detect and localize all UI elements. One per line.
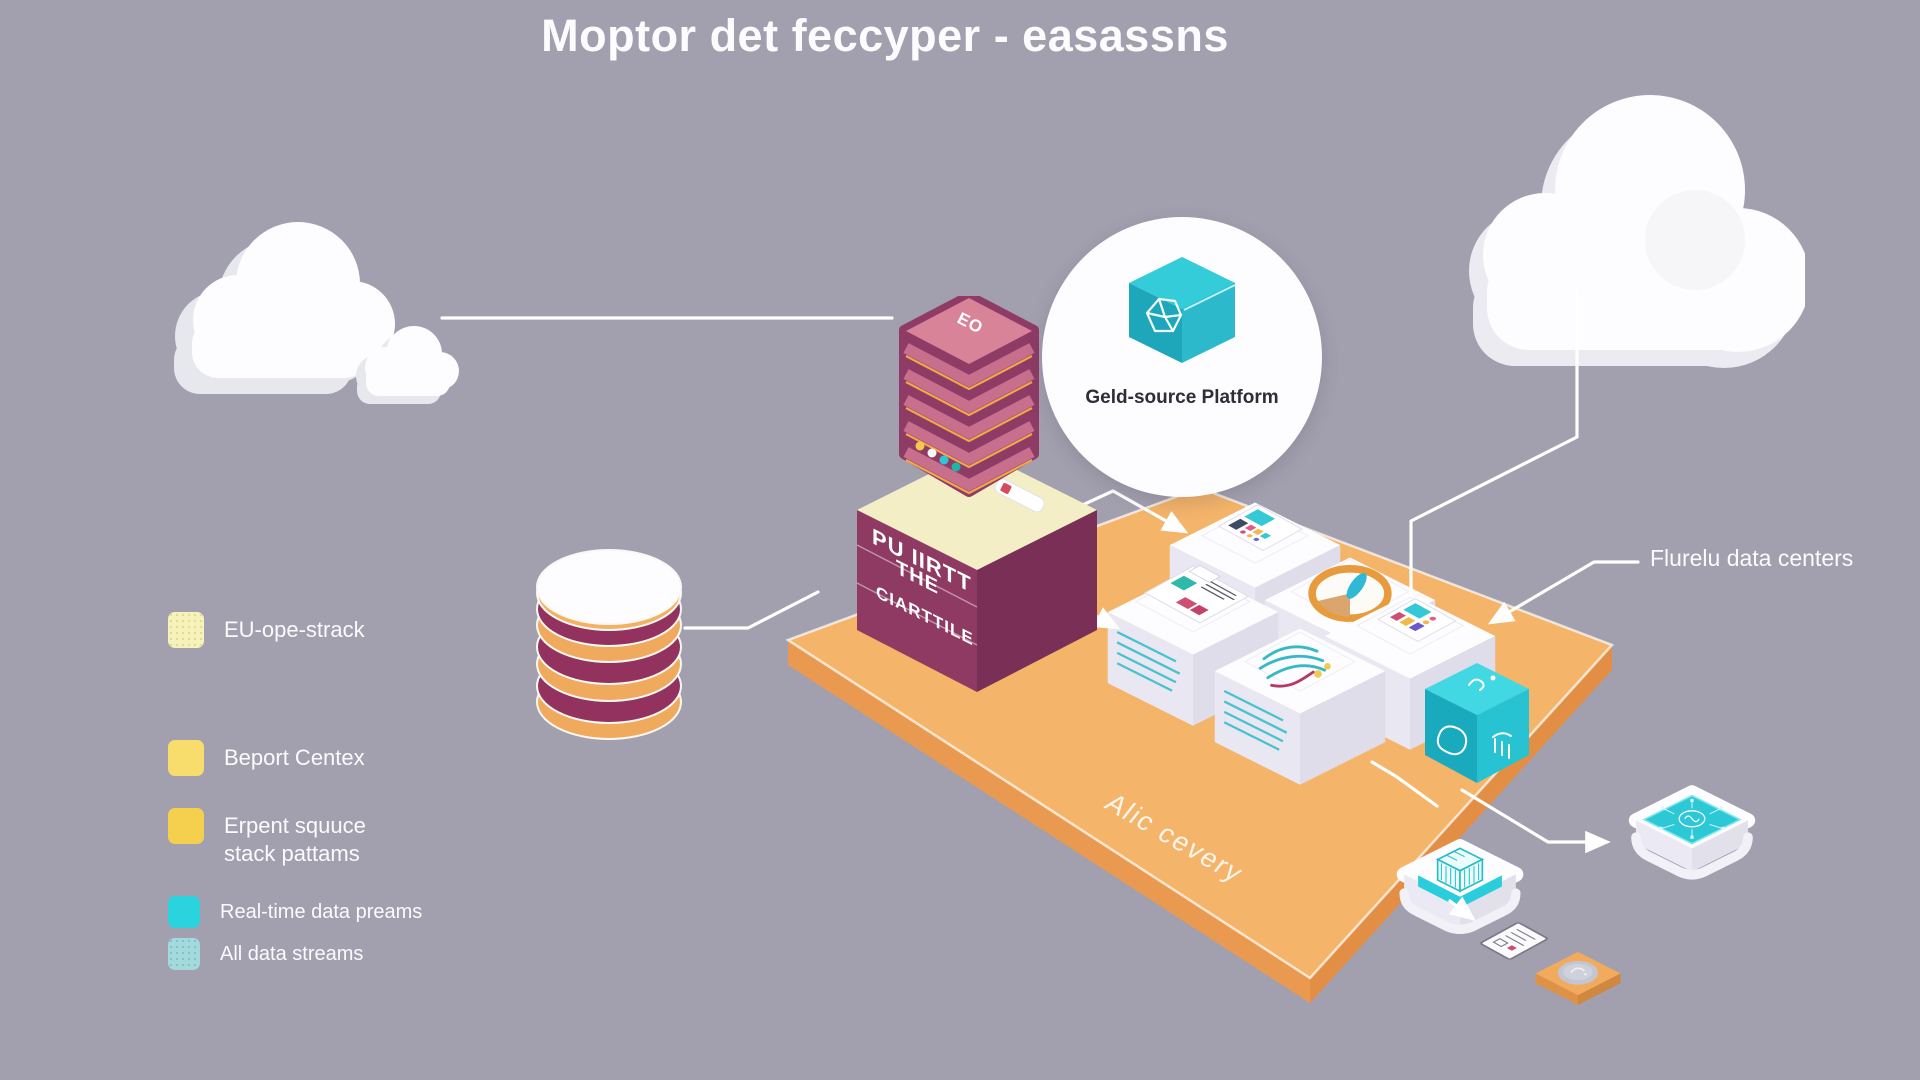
legend-label: EU-ope-strack [224, 617, 365, 642]
coin-tile-icon [1535, 951, 1621, 1005]
gauge-icon [1308, 565, 1392, 622]
stacked-paper-lines [1116, 630, 1181, 692]
drive-device-icon [994, 478, 1045, 513]
legend-swatch-gold [168, 808, 204, 844]
report-box-curves [1214, 628, 1386, 785]
gold-source-box-icon [1129, 257, 1236, 363]
legend-swatch-cyan [168, 896, 200, 928]
legend-label: All data streams [220, 943, 364, 965]
legend-label: Beport Centex [224, 745, 365, 770]
cloud-left-small-icon [356, 326, 459, 404]
cloud-top-right-icon [1469, 95, 1805, 368]
legend-item-realtime-streams: Real-time data preams [168, 896, 422, 928]
legend-label-line1: Erpent squuce [224, 813, 366, 838]
status-led-icons [915, 441, 961, 472]
gold-source-callout: Geld-source Platform [1042, 217, 1322, 497]
legend-item-erpent-squuce: Erpent squuce stack pattams [168, 808, 366, 867]
chip-tile-icon [1628, 785, 1756, 880]
legend-item-all-streams: All data streams [168, 938, 363, 970]
legend-swatch-teal-dotted [168, 938, 200, 970]
curve-chart-icon [1258, 645, 1331, 688]
wireframe-cube-icon [1435, 847, 1485, 893]
circuit-icon [1659, 798, 1725, 839]
document-card-icon [1143, 565, 1250, 624]
cloud-left-large-icon [174, 222, 395, 394]
storage-cube-icon: PU IIRTT THE CIARTTILE [856, 450, 1097, 692]
media-card-icon [1376, 598, 1457, 643]
stacked-paper-lines [1223, 689, 1288, 751]
legend-swatch-yellow [168, 740, 204, 776]
data-cube-icon [1425, 663, 1529, 783]
legend-item-beport-centex: Beport Centex [168, 740, 365, 776]
legend-label-line2: stack pattams [224, 840, 360, 866]
diagram-title: Moptor det feccyper - easassns [541, 10, 1229, 61]
database-icon [536, 549, 682, 740]
legend-item-eu-ope-strack: EU-ope-strack [168, 612, 365, 648]
server-rack-icon: EO [899, 296, 1039, 497]
legend-swatch-pale-yellow [168, 612, 204, 648]
sheet-icon [1480, 922, 1548, 960]
data-centers-label: Flurelu data centers [1650, 545, 1854, 571]
dashboard-card-icon [1217, 504, 1303, 552]
legend-label: Real-time data preams [220, 901, 423, 923]
package-tile-icon [1396, 839, 1524, 934]
gold-source-label: Geld-source Platform [1085, 387, 1279, 408]
crystal-outline-icon [1145, 297, 1183, 333]
legend-label: Erpent squuce stack pattams [224, 808, 366, 867]
